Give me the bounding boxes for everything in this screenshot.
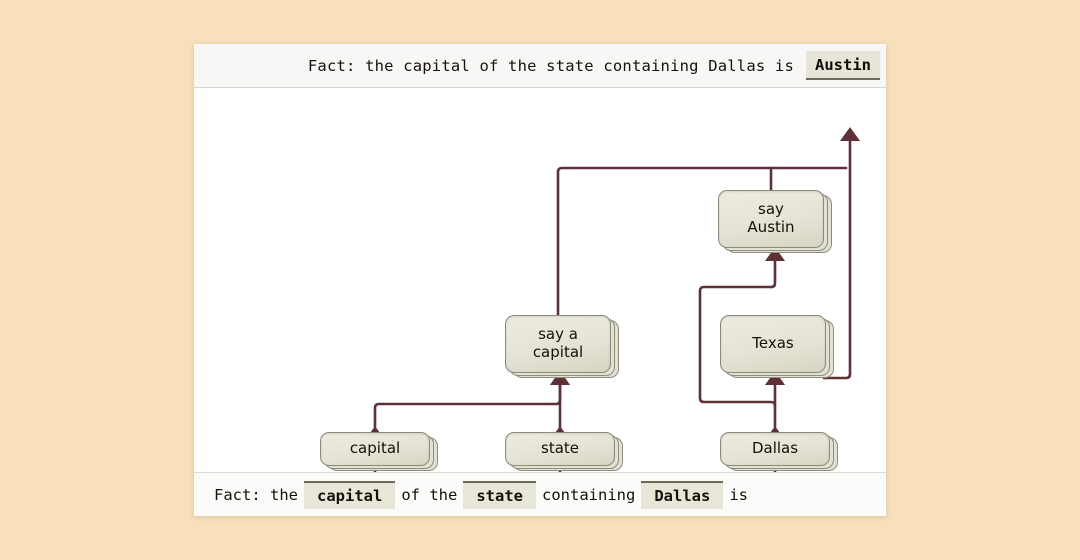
node-capital[interactable]: capital bbox=[320, 432, 438, 471]
node-say-a-capital-label-line1: say a bbox=[538, 325, 578, 344]
diagram-canvas: capital state Dallas bbox=[194, 88, 886, 472]
node-capital-face: capital bbox=[320, 432, 430, 466]
diagram-card: Fact: the capital of the state containin… bbox=[194, 44, 886, 516]
node-say-a-capital[interactable]: say a capital bbox=[505, 315, 619, 378]
fact-prompt-text: Fact: the capital of the state containin… bbox=[307, 56, 794, 75]
node-texas-label: Texas bbox=[752, 334, 794, 353]
node-say-austin-face: say Austin bbox=[718, 190, 824, 248]
token-capital[interactable]: capital bbox=[304, 480, 396, 509]
node-texas[interactable]: Texas bbox=[720, 315, 834, 378]
token-footer: Fact: the capital of the state containin… bbox=[194, 472, 886, 516]
fact-header: Fact: the capital of the state containin… bbox=[194, 44, 886, 88]
node-state[interactable]: state bbox=[505, 432, 623, 471]
node-say-austin-label-line2: Austin bbox=[747, 218, 795, 236]
edge-rail-into-say-austin bbox=[764, 247, 786, 289]
node-texas-face: Texas bbox=[720, 315, 826, 373]
token-state[interactable]: state bbox=[463, 480, 536, 509]
node-dallas[interactable]: Dallas bbox=[720, 432, 838, 471]
node-dallas-face: Dallas bbox=[720, 432, 830, 466]
token-fact-the: Fact: the bbox=[214, 486, 298, 504]
edge-texas-to-answer bbox=[822, 127, 861, 380]
token-of-the: of the bbox=[401, 486, 458, 504]
node-state-face: state bbox=[505, 432, 615, 466]
fact-answer-token: Austin bbox=[806, 51, 880, 80]
token-dallas[interactable]: Dallas bbox=[641, 480, 724, 509]
token-containing: containing bbox=[542, 486, 636, 504]
node-say-austin-label-line1: say bbox=[758, 200, 784, 219]
edge-capital-to-say-a-capital bbox=[373, 371, 571, 434]
edge-layer bbox=[364, 127, 861, 472]
edge-dallas-to-say-austin bbox=[698, 285, 777, 408]
node-capital-label: capital bbox=[349, 439, 401, 458]
node-dallas-label: Dallas bbox=[751, 439, 799, 458]
node-say-austin[interactable]: say Austin bbox=[718, 190, 832, 253]
token-is: is bbox=[729, 486, 748, 504]
node-say-a-capital-label-line2: capital bbox=[532, 343, 584, 361]
node-state-label: state bbox=[541, 439, 579, 458]
node-say-a-capital-face: say a capital bbox=[505, 315, 611, 373]
edge-say-a-capital-up bbox=[556, 166, 773, 361]
